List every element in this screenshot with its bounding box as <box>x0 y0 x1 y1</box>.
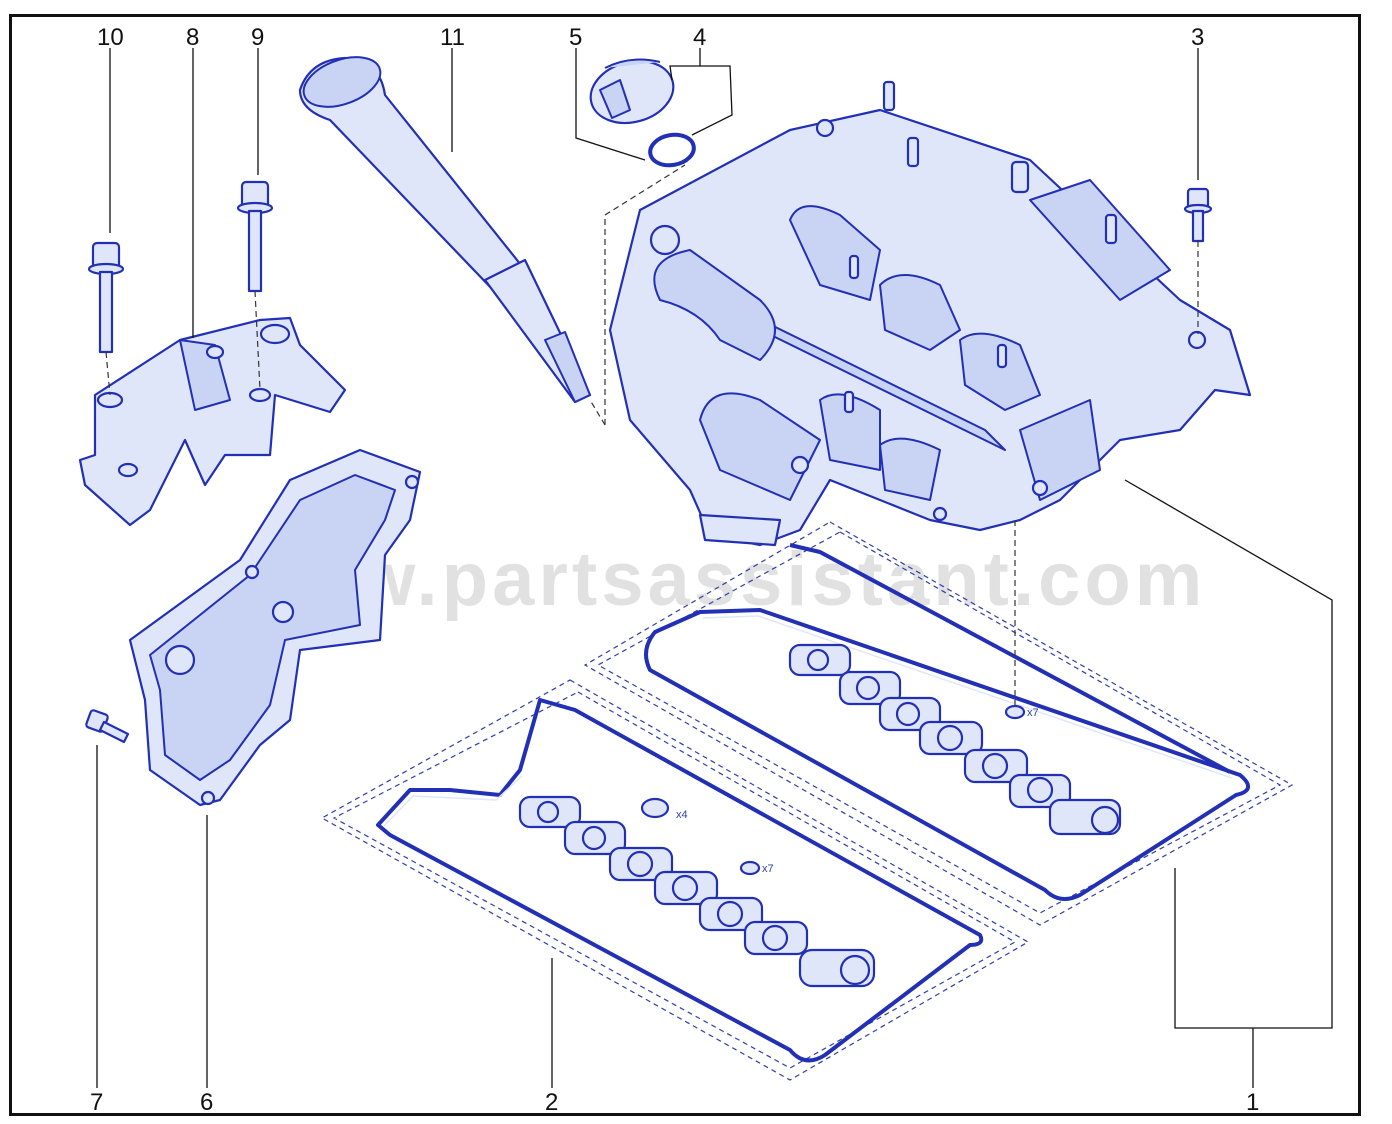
bolt-9 <box>236 180 274 293</box>
callout-numbers: 10 8 9 11 5 4 3 7 6 2 1 <box>90 24 1259 1116</box>
injector-tube <box>298 56 592 404</box>
callout-5: 5 <box>569 24 582 51</box>
qty-lower-rings: x4 <box>676 809 688 821</box>
callout-6: 6 <box>200 1089 213 1116</box>
callout-8: 8 <box>186 24 199 51</box>
gasket-set-upper: x7 <box>583 521 1294 926</box>
bolt-7 <box>85 709 130 744</box>
filler-cap <box>589 58 675 125</box>
callout-2: 2 <box>545 1089 558 1116</box>
watermark: www.partsassistant.com <box>229 537 1206 622</box>
upper-gasket-ports <box>788 643 1122 836</box>
diagram-frame <box>9 14 1361 1116</box>
timing-cover <box>128 448 422 807</box>
intake-manifold <box>608 80 1252 547</box>
qty-lower-seals: x7 <box>762 863 774 875</box>
callout-3: 3 <box>1191 24 1204 51</box>
callout-11: 11 <box>440 24 465 51</box>
callout-9: 9 <box>251 24 264 51</box>
gasket-set-lower: x4 x7 <box>320 679 1030 1081</box>
bolt-10 <box>87 241 125 354</box>
callout-1: 1 <box>1246 1089 1259 1116</box>
callout-4: 4 <box>693 24 706 51</box>
assembly-lines <box>105 164 1199 705</box>
bolt-3 <box>1183 187 1213 243</box>
callout-10: 10 <box>97 24 124 51</box>
qty-upper-seals: x7 <box>1027 707 1039 719</box>
callout-7: 7 <box>90 1089 103 1116</box>
o-ring <box>648 132 696 168</box>
leader-lines <box>96 48 1333 1088</box>
lower-gasket-ports <box>518 795 876 988</box>
